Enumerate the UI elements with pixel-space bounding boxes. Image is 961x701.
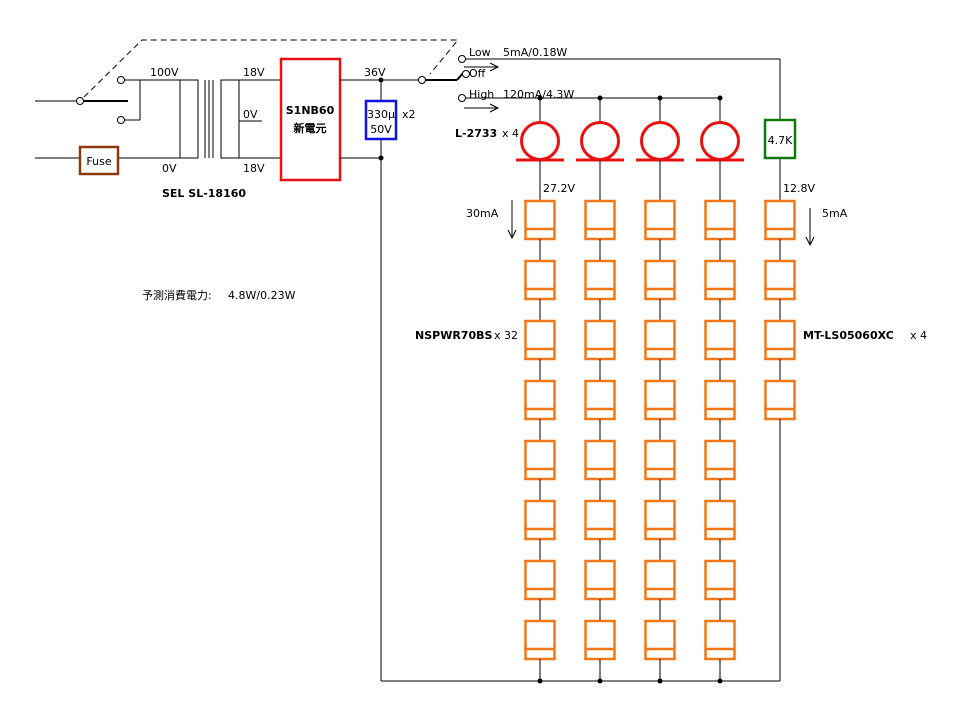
lamp-4 xyxy=(700,121,740,161)
led-string-current: 30mA xyxy=(466,207,499,220)
led-main-part: NSPWR70BS xyxy=(415,329,492,342)
mode-off-terminal xyxy=(462,70,470,78)
dc-bus: 36V xyxy=(340,66,780,682)
switch-high-label: High xyxy=(469,88,494,101)
main-led-4-4 xyxy=(704,379,736,421)
main-led-3-4 xyxy=(644,379,676,421)
main-led-3-8 xyxy=(644,619,676,661)
main-led-4-6 xyxy=(704,499,736,541)
lamp-count: x 4 xyxy=(502,127,519,140)
led-indicator-count: x 4 xyxy=(910,329,927,342)
indicator-string-current: 5mA xyxy=(822,207,848,220)
lamp-3 xyxy=(640,121,680,161)
mode-switch: Low Off High 5mA/0.18W 120mA/4.3W xyxy=(418,46,781,120)
fuse: Fuse xyxy=(78,145,120,176)
main-led-1-4 xyxy=(524,379,556,421)
main-led-2-3 xyxy=(584,319,616,361)
main-led-4-8 xyxy=(704,619,736,661)
main-led-3-6 xyxy=(644,499,676,541)
tap-100v-terminal xyxy=(117,76,125,84)
led-string-voltage: 27.2V xyxy=(543,182,575,195)
main-led-1-3 xyxy=(524,319,556,361)
main-led-1-7 xyxy=(524,559,556,601)
main-led-1-2 xyxy=(524,259,556,301)
main-led-2-6 xyxy=(584,499,616,541)
main-led-3-5 xyxy=(644,439,676,481)
input-wiring xyxy=(35,79,185,159)
indicator-string-voltage: 12.8V xyxy=(783,182,815,195)
power-estimate: 予測消費電力: 4.8W/0.23W xyxy=(142,288,296,302)
junction-dot xyxy=(717,95,723,101)
switch-off-label: Off xyxy=(469,67,486,80)
lamp-1 xyxy=(520,121,560,161)
main-led-1-6 xyxy=(524,499,556,541)
main-led-1-8 xyxy=(524,619,556,661)
dc-voltage-label: 36V xyxy=(364,66,386,79)
main-led-3-2 xyxy=(644,259,676,301)
main-led-2-7 xyxy=(584,559,616,601)
mode-low-terminal xyxy=(458,55,466,63)
capacitor-count: x2 xyxy=(402,108,416,121)
main-led-2-8 xyxy=(584,619,616,661)
transformer-secondary-bottom: 18V xyxy=(243,162,265,175)
main-led-3-3 xyxy=(644,319,676,361)
capacitor-voltage: 50V xyxy=(370,123,392,136)
power-note-value: 4.8W/0.23W xyxy=(228,289,296,302)
bridge-rectifier: S1NB60 新電元 xyxy=(279,57,342,182)
indicator-resistor: 4.7K xyxy=(763,118,797,160)
power-note-label: 予測消費電力: xyxy=(142,288,212,302)
lamp-part: L-2733 xyxy=(455,127,497,140)
main-led-2-1 xyxy=(584,199,616,241)
indicator-led-1-1 xyxy=(764,199,796,241)
junction-dot xyxy=(717,678,723,684)
led-strings xyxy=(516,95,796,684)
main-led-2-5 xyxy=(584,439,616,481)
junction-dot xyxy=(597,95,603,101)
filter-capacitor: 330μ 50V x2 xyxy=(364,99,416,141)
transformer-secondary-mid: 0V xyxy=(243,108,258,121)
resistor-value: 4.7K xyxy=(768,134,793,147)
main-led-2-2 xyxy=(584,259,616,301)
switch-low-label: Low xyxy=(469,46,491,59)
mechanical-link xyxy=(83,39,460,98)
mode-high-terminal xyxy=(458,94,466,102)
junction-dot xyxy=(597,678,603,684)
input-tap-switch xyxy=(76,76,128,124)
low-current-label: 5mA/0.18W xyxy=(503,46,567,59)
main-led-1-5 xyxy=(524,439,556,481)
string-annotations: L-2733 x 4 27.2V 12.8V 30mA 5mA NSPWR70B… xyxy=(415,127,927,342)
main-led-4-5 xyxy=(704,439,736,481)
main-led-3-7 xyxy=(644,559,676,601)
main-led-4-3 xyxy=(704,319,736,361)
switch-pivot xyxy=(76,97,84,105)
transformer-primary-bottom: 0V xyxy=(162,162,177,175)
junction-dot xyxy=(657,95,663,101)
indicator-led-1-4 xyxy=(764,379,796,421)
fuse-label: Fuse xyxy=(86,155,111,168)
main-led-1-1 xyxy=(524,199,556,241)
transformer-input-voltage: 100V xyxy=(150,66,179,79)
main-led-4-1 xyxy=(704,199,736,241)
transformer: 100V 18V 0V 18V 0V SEL SL-18160 xyxy=(150,66,282,200)
junction-dot xyxy=(537,678,543,684)
indicator-led-1-2 xyxy=(764,259,796,301)
transformer-model: SEL SL-18160 xyxy=(162,187,246,200)
main-led-4-2 xyxy=(704,259,736,301)
indicator-led-1-3 xyxy=(764,319,796,361)
tap-low-terminal xyxy=(117,116,125,124)
junction-dot xyxy=(537,95,543,101)
main-led-4-7 xyxy=(704,559,736,601)
rectifier-part: S1NB60 xyxy=(286,104,335,117)
main-led-3-1 xyxy=(644,199,676,241)
transformer-secondary-top: 18V xyxy=(243,66,265,79)
capacitor-value: 330μ xyxy=(367,108,395,121)
rectifier-maker: 新電元 xyxy=(294,121,327,135)
led-indicator-part: MT-LS05060XC xyxy=(803,329,894,342)
led-main-count: x 32 xyxy=(494,329,518,342)
mode-switch-pivot xyxy=(418,76,426,84)
main-led-2-4 xyxy=(584,379,616,421)
lamp-2 xyxy=(580,121,620,161)
junction-dot xyxy=(657,678,663,684)
